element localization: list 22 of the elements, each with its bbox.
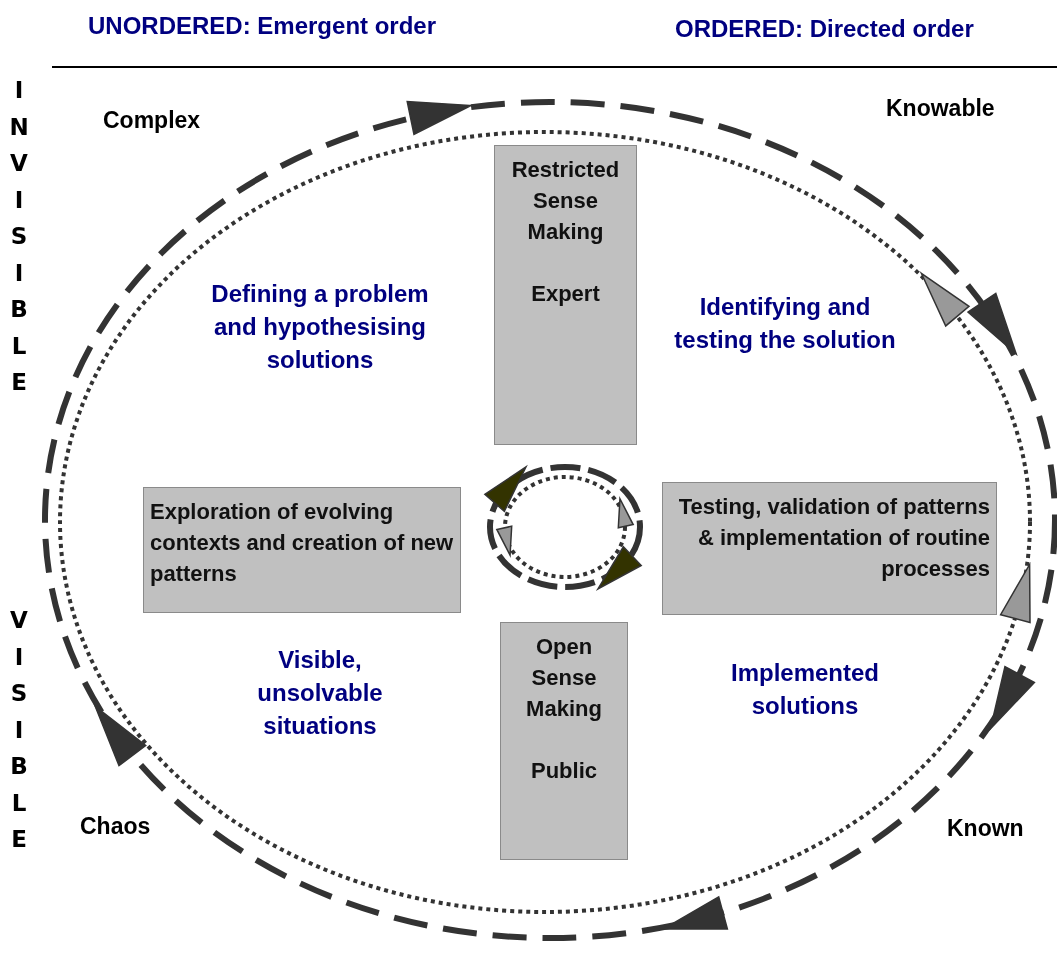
public-panel — [500, 622, 628, 860]
axis-heading: UNORDERED: Emergent order — [88, 12, 437, 40]
panel-subtitle: Public — [530, 757, 598, 785]
panel-title: Open Sense Making — [525, 633, 603, 723]
quadrant-text: Implemented solutions — [730, 658, 880, 721]
domain-label: Known — [947, 815, 1024, 842]
routine-panel — [662, 482, 997, 615]
domain-label: Complex — [103, 107, 201, 134]
panel-subtitle: Expert — [530, 280, 601, 308]
quadrant-text: Identifying and testing the solution — [673, 292, 897, 355]
exploration-panel — [143, 487, 461, 613]
vertical-axis-label: INVISIBLE — [8, 76, 30, 397]
domain-label: Knowable — [886, 95, 995, 122]
quadrant-text: Defining a problem and hypothesising solutions — [210, 279, 430, 375]
panel-title: Testing, validation of patterns & implementation of routine processes — [677, 493, 990, 583]
axis-heading: ORDERED: Directed order — [675, 15, 974, 43]
expert-panel — [494, 145, 637, 445]
quadrant-text: Visible, unsolvable situations — [256, 645, 384, 741]
vertical-axis-label: VISIBLE — [9, 606, 29, 854]
domain-label: Chaos — [80, 813, 151, 840]
panel-title: Exploration of evolving contexts and creation of new patterns — [150, 498, 454, 588]
panel-title: Restricted Sense Making — [510, 156, 621, 246]
